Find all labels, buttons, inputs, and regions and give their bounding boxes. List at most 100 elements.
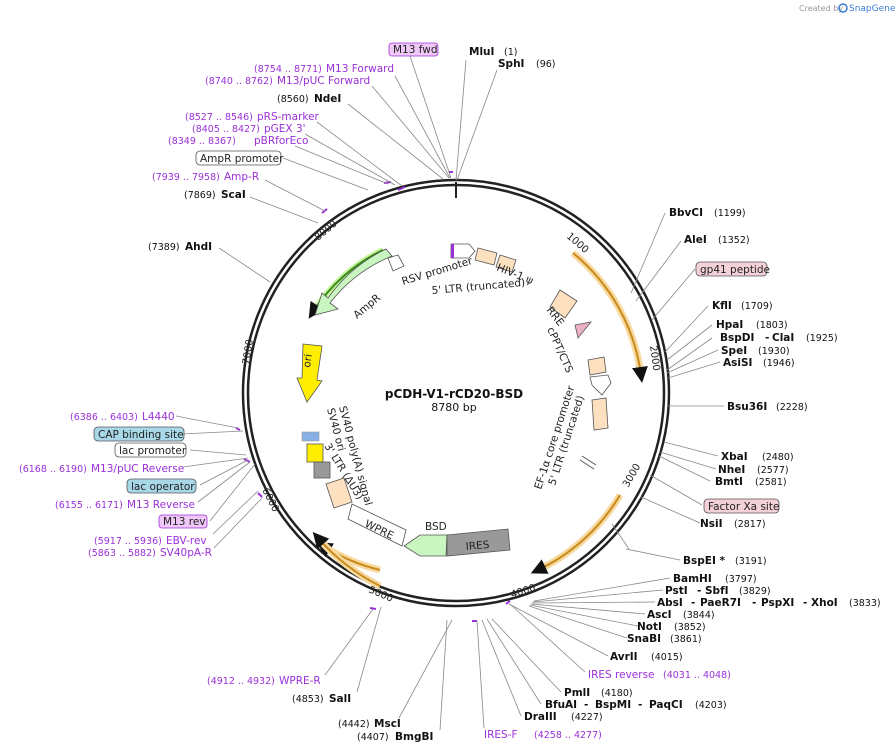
enzyme-nsii: NsiI: [700, 518, 723, 530]
enzyme-spei-pos: (1930): [758, 346, 790, 357]
svg-text:-: -: [691, 597, 695, 609]
enzyme-bsu36i: Bsu36I: [727, 401, 767, 413]
enzyme-ndei: NdeI: [314, 93, 341, 105]
enzyme-pmli-pos: (4180): [601, 688, 633, 699]
tick-4000: 4000: [510, 583, 538, 601]
svg-text:-: -: [752, 597, 756, 609]
created-by-text: Created by: [799, 4, 843, 13]
enzyme-bbvci-pos: (1199): [714, 208, 746, 219]
enzyme-sphi-pos: (96): [536, 59, 556, 70]
enzyme-asisi: AsiSI: [723, 357, 752, 369]
primer-m13puc-reverse: M13/pUC Reverse: [91, 463, 184, 475]
primer-m13-forward-pos: (8754 .. 8771): [254, 64, 322, 75]
primer-labels[interactable]: M13 fwd M13 Forward (8754 .. 8771) M13/p…: [19, 42, 731, 741]
primer-m13-rev: M13 rev: [163, 516, 206, 528]
primer-m13puc-forward: M13/pUC Forward: [277, 75, 370, 87]
enzyme-alei-pos: (1352): [718, 235, 750, 246]
enzyme-nhei-pos: (2577): [757, 465, 789, 476]
enzyme-asci: AscI: [647, 609, 672, 621]
svg-text:-: -: [638, 699, 642, 711]
primer-pbrforeco-pos: (8349 .. 8367): [168, 136, 236, 147]
ires-label: IRES: [465, 539, 490, 553]
boxed-feature-labels[interactable]: AmpR promoter gp41 peptide Factor Xa sit…: [93, 150, 779, 514]
enzyme-nsii-pos: (2817): [734, 519, 766, 530]
enzyme-mlui: MluI: [469, 46, 494, 58]
enzyme-pmli: PmlI: [564, 687, 590, 699]
enzyme-avrii-pos: (4015): [651, 652, 683, 663]
primer-ebv-rev-pos: (5917 .. 5936): [94, 536, 162, 547]
enzyme-msci-pos: (4442): [338, 719, 370, 730]
feature-lac-operator: lac operator: [131, 481, 195, 493]
plasmid-name: pCDH-V1-rCD20-BSD: [385, 387, 523, 401]
enzyme-bbvci: BbvCI: [669, 207, 703, 219]
snapgene-logo-icon: [838, 3, 848, 13]
primer-m13puc-reverse-pos: (6168 .. 6190): [19, 464, 87, 475]
primer-l4440-pos: (6386 .. 6403): [70, 412, 138, 423]
enzyme-scai-pos: (7869): [184, 190, 216, 201]
enzyme-xbai-pos: (2480): [762, 452, 794, 463]
primer-amp-r-pos: (7939 .. 7958): [152, 172, 220, 183]
primer-wpre-r-pos: (4912 .. 4932): [207, 676, 275, 687]
enzyme-absi: AbsI: [657, 597, 683, 609]
enzyme-bspei-pos: (3191): [735, 556, 767, 567]
enzyme-noti-pos: (3852): [674, 622, 706, 633]
ampr-label: AmpR: [351, 292, 383, 321]
tick-3000: 3000: [621, 462, 643, 490]
ori-label: ori: [301, 353, 315, 368]
enzyme-msci: MscI: [374, 718, 401, 730]
enzyme-clai: ClaI: [772, 332, 794, 344]
primer-sv40pa-r-pos: (5863 .. 5882): [88, 548, 156, 559]
enzyme-ahdi: AhdI: [185, 241, 212, 253]
bsd-label: BSD: [425, 521, 447, 533]
tick-2000: 2000: [647, 345, 661, 372]
enzyme-sphi: SphI: [498, 58, 524, 70]
enzyme-snabi-pos: (3861): [670, 634, 702, 645]
m13-rev-box: [158, 514, 208, 529]
enzyme-asci-pos: (3844): [683, 610, 715, 621]
enzyme-mlui-pos: (1): [504, 47, 517, 58]
enzyme-bmgbi-pos: (4407): [357, 732, 389, 743]
enzyme-labels[interactable]: MluI (1) SphI (96) BbvCI (1199) AleI (13…: [148, 46, 881, 743]
enzyme-ndei-pos: (8560): [277, 94, 309, 105]
feature-lac-promoter: lac promoter: [119, 445, 187, 457]
svg-text:-: -: [803, 597, 807, 609]
orf-arcs: [308, 247, 648, 590]
primer-wpre-r: WPRE-R: [279, 675, 321, 687]
tick-5000: 5000: [367, 585, 395, 605]
enzyme-draiii: DraIII: [524, 711, 557, 723]
feature-factor-xa: Factor Xa site: [708, 501, 779, 513]
enzyme-bfuai: BfuAI: [545, 699, 577, 711]
enzyme-sali-pos: (4853): [292, 694, 324, 705]
primer-m13-reverse: M13 Reverse: [127, 499, 195, 511]
primer-prs-marker-pos: (8527 .. 8546): [185, 112, 253, 123]
enzyme-draiii-pos: (4227): [571, 712, 603, 723]
enzyme-avrii: AvrII: [610, 651, 638, 663]
enzyme-sali: SalI: [329, 693, 351, 705]
enzyme-bspdi: BspDI: [720, 332, 754, 344]
enzyme-hpai-pos: (1803): [756, 320, 788, 331]
enzyme-snabi: SnaBI: [627, 633, 661, 645]
primer-ebv-rev: EBV-rev: [166, 535, 207, 547]
enzyme-sbfi-pos: (3829): [739, 586, 771, 597]
enzyme-bmgbi: BmgBI: [395, 731, 433, 743]
enzyme-bspei: BspEI *: [683, 555, 726, 567]
enzyme-pspxi: PspXI: [761, 597, 794, 609]
enzyme-noti: NotI: [637, 621, 662, 633]
enzyme-kfli: KflI: [712, 300, 732, 312]
enzyme-ahdi-pos: (7389): [148, 242, 180, 253]
enzyme-bsu36i-pos: (2228): [776, 402, 808, 413]
primer-ires-f: IRES-F: [484, 729, 518, 741]
enzyme-sbfi: SbfI: [705, 585, 729, 597]
feature-cap-binding: CAP binding site: [98, 429, 184, 441]
primer-m13puc-forward-pos: (8740 .. 8762): [205, 76, 273, 87]
feature-gp41: gp41 peptide: [700, 264, 770, 276]
enzyme-bmti: BmtI: [715, 476, 743, 488]
primer-prs-marker: pRS-marker: [257, 111, 320, 123]
primer-sv40pa-r: SV40pA-R: [160, 547, 212, 559]
primer-ires-reverse-pos: (4031 .. 4048): [663, 670, 731, 681]
leader-lines: [175, 55, 724, 731]
svg-text:-: -: [697, 585, 701, 597]
m13-fwd-box: [388, 42, 439, 57]
